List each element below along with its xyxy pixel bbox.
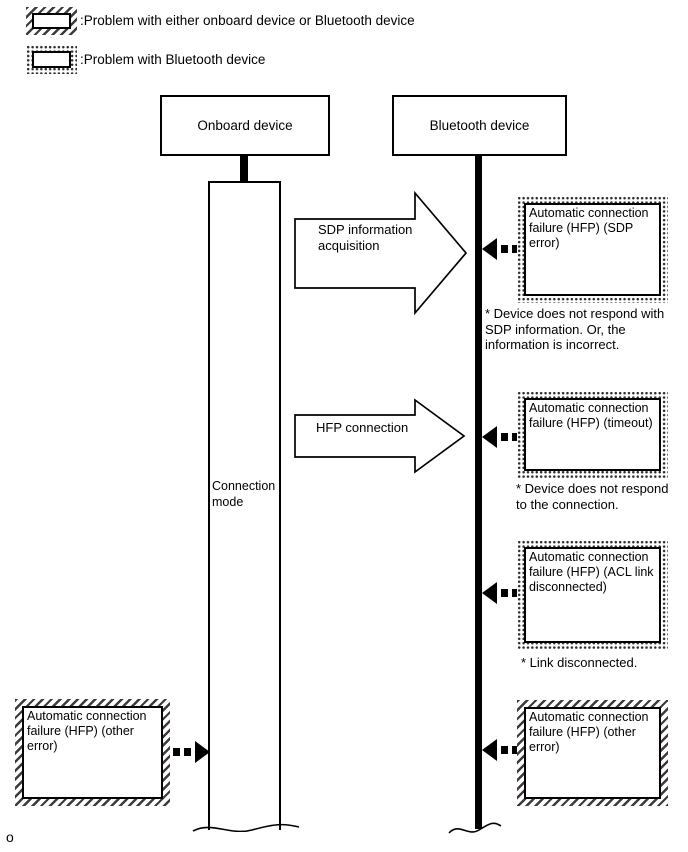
swatch-inner (32, 51, 71, 68)
arrowhead-left-icon (482, 582, 497, 604)
legend-label-hatched: :Problem with either onboard device or B… (80, 13, 415, 28)
dashed-arrow-timeout (482, 426, 517, 448)
dash-segments (170, 748, 195, 756)
note-acl-disconnected: * Link disconnected. (521, 655, 638, 670)
onboard-device-header: Onboard device (160, 95, 330, 156)
hatched-swatch-icon (26, 7, 77, 35)
dashed-arrow-other-error-right (482, 739, 517, 761)
bluetooth-lifeline (475, 154, 482, 829)
failure-box-text: Automatic connection failure (HFP) (othe… (524, 707, 661, 799)
arrowhead-left-icon (482, 426, 497, 448)
arrowhead-left-icon (482, 739, 497, 761)
failure-box-timeout: Automatic connection failure (HFP) (time… (517, 391, 668, 478)
connection-mode-activation (208, 181, 281, 830)
dash-segments (497, 245, 517, 253)
break-mask-left (193, 832, 301, 852)
failure-box-other-error-right: Automatic connection failure (HFP) (othe… (517, 700, 668, 806)
arrowhead-right-icon (195, 741, 210, 763)
message-label-sdp: SDP information acquisition (318, 222, 413, 253)
dash-segments (497, 746, 517, 754)
hfp-connection-block-arrow-icon (294, 398, 466, 474)
failure-box-text: Automatic connection failure (HFP) (othe… (22, 706, 163, 799)
note-sdp-error: * Device does not respond with SDP infor… (485, 306, 665, 352)
page-mark: o (6, 829, 14, 845)
failure-box-text: Automatic connection failure (HFP) (time… (524, 398, 661, 471)
stippled-swatch-icon (26, 45, 77, 74)
message-label-hfp: HFP connection (316, 420, 409, 435)
dashed-arrow-acl-disconnected (482, 582, 517, 604)
note-timeout: * Device does not respond to the connect… (516, 481, 669, 512)
failure-box-text: Automatic connection failure (HFP) (ACL … (524, 547, 661, 643)
bluetooth-device-header: Bluetooth device (392, 95, 567, 156)
connection-mode-label: Connection mode (212, 479, 276, 509)
dash-segments (497, 589, 517, 597)
dash-segments (497, 433, 517, 441)
failure-box-acl-disconnected: Automatic connection failure (HFP) (ACL … (517, 540, 668, 650)
swatch-inner (32, 13, 71, 29)
legend-label-stippled: :Problem with Bluetooth device (80, 52, 266, 67)
dashed-arrow-other-error-left (170, 741, 210, 763)
failure-box-sdp-error: Automatic connection failure (HFP) (SDP … (517, 196, 668, 303)
dashed-arrow-sdp-error (482, 238, 517, 260)
arrowhead-left-icon (482, 238, 497, 260)
onboard-connector-stub (240, 154, 248, 183)
failure-box-other-error-left: Automatic connection failure (HFP) (othe… (15, 699, 170, 806)
failure-box-text: Automatic connection failure (HFP) (SDP … (524, 203, 661, 296)
